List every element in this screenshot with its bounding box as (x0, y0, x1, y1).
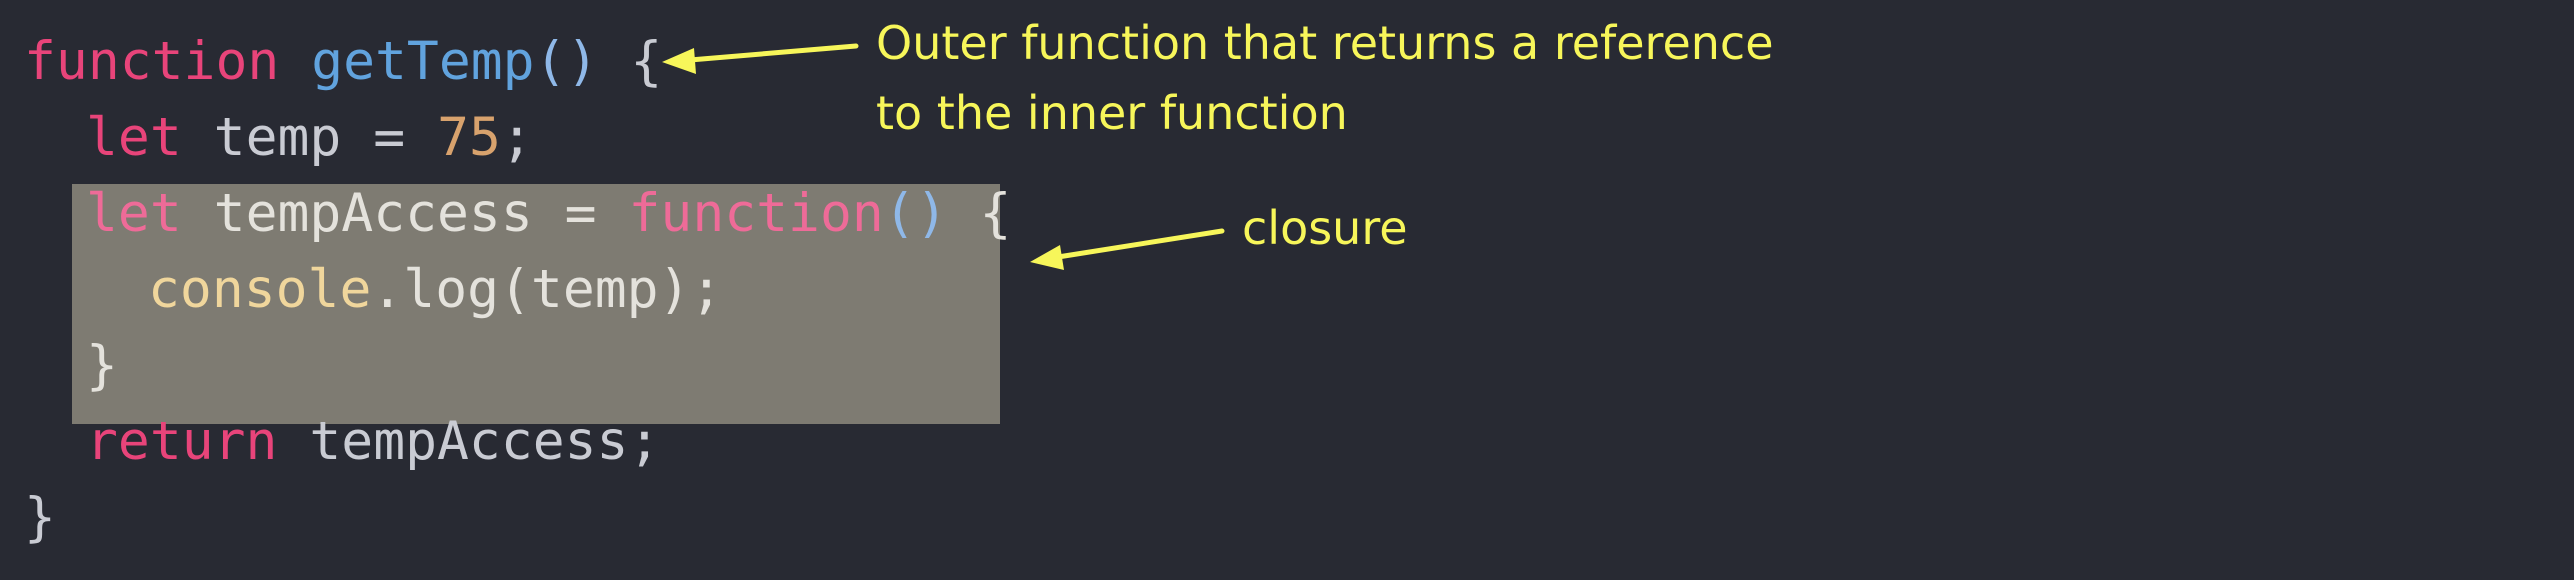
annotation-outer-line-2: to the inner function (876, 86, 1348, 140)
code-line-1: function getTemp() { (24, 24, 662, 100)
code-line-3: let tempAccess = function() { (86, 176, 1011, 252)
equals-sign: = (373, 107, 406, 168)
semicolon: ; (500, 107, 533, 168)
code-line-5: } (86, 328, 118, 404)
keyword-function: function (628, 183, 884, 244)
keyword-let: let (86, 107, 182, 168)
code-line-7: } (24, 480, 56, 556)
parens: () (534, 31, 599, 92)
number-literal: 75 (437, 107, 501, 168)
annotation-closure: closure (1242, 201, 1408, 255)
closure-highlight (72, 184, 1000, 424)
arrow-outer-function (662, 43, 859, 74)
close-brace: } (86, 335, 118, 396)
equals-sign: = (564, 183, 597, 244)
code-line-4: console.log(temp); (148, 252, 722, 328)
log-call: .log(temp); (371, 259, 723, 320)
keyword-return: return (86, 411, 278, 472)
parens: () (883, 183, 948, 244)
console-object: console (148, 259, 372, 320)
open-brace: { (630, 31, 663, 92)
code-line-2: let temp = 75; (86, 100, 533, 176)
annotation-outer-line-1: Outer function that returns a reference (876, 16, 1774, 70)
open-brace: { (979, 183, 1012, 244)
code-line-6: return tempAccess; (86, 404, 660, 480)
arrow-closure (1030, 228, 1225, 270)
function-name: getTemp (311, 31, 535, 92)
close-brace: } (24, 487, 56, 548)
return-value: tempAccess; (309, 411, 661, 472)
variable-name: temp (213, 107, 342, 168)
keyword-let: let (86, 183, 182, 244)
keyword-function: function (24, 31, 280, 92)
variable-name: tempAccess (213, 183, 533, 244)
